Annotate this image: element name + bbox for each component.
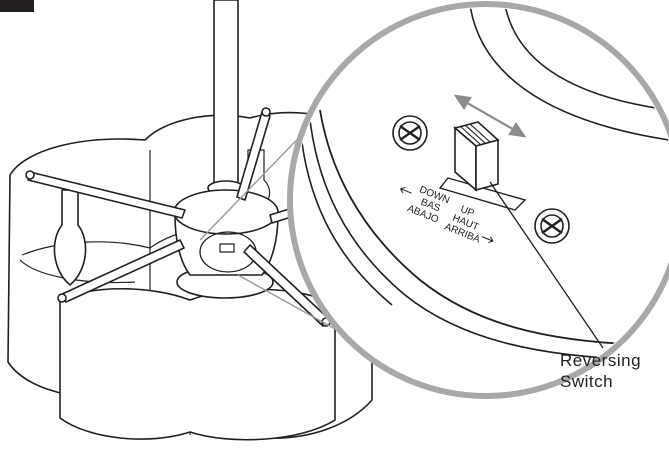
shade-front-lobe	[59, 287, 336, 441]
housing-body-edge	[319, 109, 669, 346]
reversing-switch-callout: Reversing Switch	[560, 350, 669, 392]
callout-line-1: Reversing	[560, 351, 642, 370]
arm-screw-3	[57, 293, 67, 303]
arm-screw-2	[261, 107, 271, 117]
motor-top	[173, 189, 279, 235]
switch-direction-arrow	[453, 94, 527, 138]
housing-rim-upper	[469, 8, 669, 141]
housing-rim-upper-2	[504, 8, 669, 111]
callout-line-2: Switch	[560, 372, 614, 391]
up-arrow-icon	[481, 236, 494, 243]
reversing-switch-lever	[453, 121, 500, 192]
motor-switch	[219, 243, 235, 253]
housing-body-edge-2	[309, 119, 669, 361]
down-label-group: DOWN BAS ABAJO	[400, 184, 451, 226]
ceiling-fan-fixture	[7, 0, 373, 441]
screw-right	[534, 208, 570, 244]
page-corner-tab	[0, 0, 34, 12]
magnified-detail: DOWN BAS ABAJO UP HAUT ARRIBA	[287, 1, 669, 399]
housing-body-edge-3	[299, 124, 393, 306]
down-arrow-icon	[400, 186, 412, 194]
shade-top-edge	[9, 111, 361, 176]
callout-leader-line	[489, 181, 604, 349]
up-label-en: UP	[459, 204, 476, 220]
bulb-left	[53, 189, 87, 286]
screw-left	[392, 115, 428, 151]
down-rod	[213, 0, 239, 191]
arm-screw-1	[25, 170, 35, 180]
arm-front-right	[243, 244, 331, 327]
